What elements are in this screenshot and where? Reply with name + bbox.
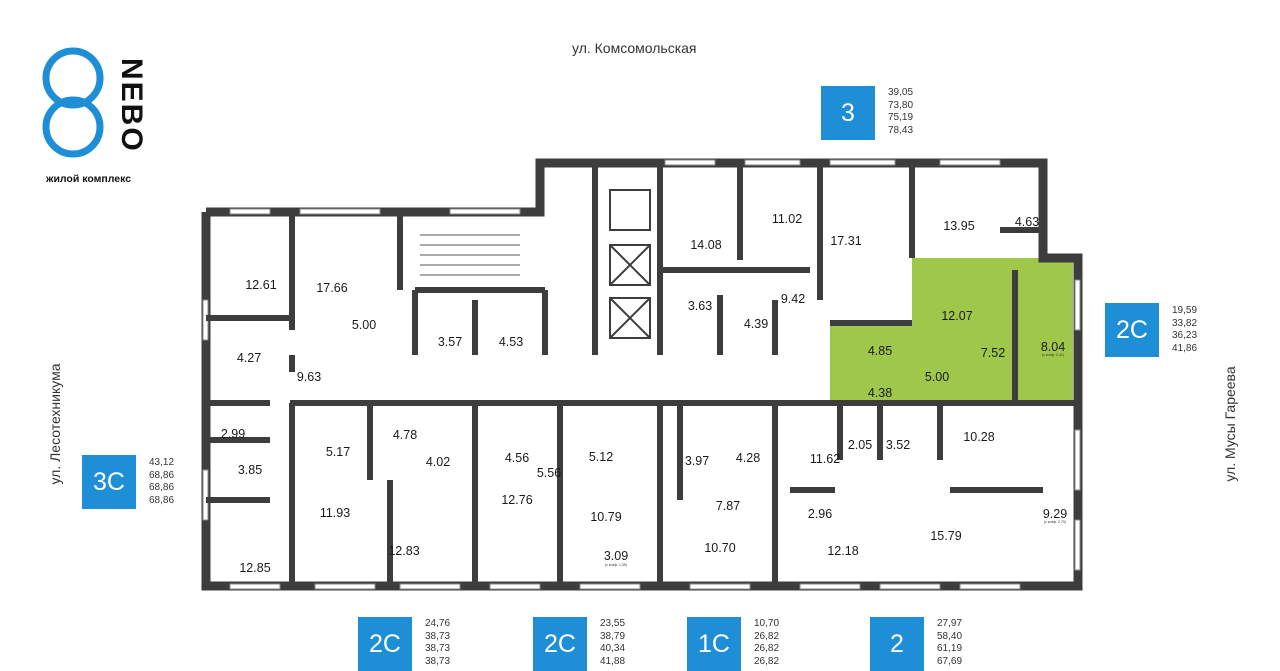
room-area: 12.61 bbox=[245, 278, 277, 292]
room-area: 9.29 bbox=[1042, 507, 1068, 521]
room-area: 3.97 bbox=[684, 454, 710, 468]
room-area: 4.63 bbox=[1014, 215, 1040, 229]
room-area: 10.79 bbox=[590, 510, 622, 524]
apartment-type-badge: 1С bbox=[687, 617, 741, 671]
street-top: ул. Комсомольская bbox=[572, 40, 697, 56]
room-area: 4.02 bbox=[425, 455, 451, 469]
room-area: 5.17 bbox=[325, 445, 351, 459]
room-area: 4.39 bbox=[743, 317, 769, 331]
elevator-shafts bbox=[609, 189, 651, 339]
apartment-type-badge: 3 bbox=[821, 86, 875, 140]
logo-eight-mark bbox=[42, 47, 104, 158]
room-area: 7.87 bbox=[715, 499, 741, 513]
room-area: 4.53 bbox=[498, 335, 524, 349]
room-area: 17.31 bbox=[830, 234, 862, 248]
staircase bbox=[420, 234, 520, 276]
room-area: 13.95 bbox=[943, 219, 975, 233]
room-area: 8.04 bbox=[1040, 340, 1066, 354]
room-area: 5.56 bbox=[536, 466, 562, 480]
balcony-coef-note: (с коэф. 1,39) bbox=[1016, 229, 1038, 233]
room-area: 3.63 bbox=[687, 299, 713, 313]
room-area: 3.57 bbox=[437, 335, 463, 349]
apartment-type-badge: 2С bbox=[533, 617, 587, 671]
room-area: 9.63 bbox=[296, 370, 322, 384]
room-area: 11.93 bbox=[319, 506, 351, 520]
room-area: 15.79 bbox=[930, 529, 962, 543]
logo-subtitle: жилой комплекс bbox=[46, 173, 132, 185]
balcony-coef-note: (с коэф. 2,41) bbox=[1042, 353, 1064, 357]
room-area: 11.62 bbox=[809, 452, 841, 466]
room-area: 10.70 bbox=[704, 541, 736, 555]
room-area: 2.99 bbox=[220, 427, 246, 441]
room-area: 12.18 bbox=[827, 544, 859, 558]
room-area: 11.02 bbox=[771, 212, 803, 226]
room-area: 12.76 bbox=[501, 493, 533, 507]
room-area: 12.85 bbox=[239, 561, 271, 575]
room-area: 10.28 bbox=[963, 430, 995, 444]
apartment-type-badge: 3С bbox=[82, 455, 136, 509]
room-area: 17.66 bbox=[316, 281, 348, 295]
room-area: 2.96 bbox=[807, 507, 833, 521]
room-area: 3.85 bbox=[237, 463, 263, 477]
highlighted-apartment bbox=[830, 258, 1073, 403]
room-area: 3.52 bbox=[885, 438, 911, 452]
room-area: 5.00 bbox=[351, 318, 377, 332]
balcony-coef-note: (с коэф. 2,79) bbox=[1044, 520, 1066, 524]
room-area: 12.83 bbox=[388, 544, 420, 558]
apartment-type-badge: 2С bbox=[358, 617, 412, 671]
room-area: 5.00 bbox=[924, 370, 950, 384]
room-area: 4.78 bbox=[392, 428, 418, 442]
room-area: 2.05 bbox=[847, 438, 873, 452]
room-area: 4.38 bbox=[867, 386, 893, 400]
room-area: 12.07 bbox=[941, 309, 973, 323]
room-area: 7.52 bbox=[980, 346, 1006, 360]
room-area: 9.42 bbox=[780, 292, 806, 306]
room-area: 14.08 bbox=[690, 238, 722, 252]
room-area: 4.28 bbox=[735, 451, 761, 465]
room-area: 4.27 bbox=[236, 351, 262, 365]
apartment-type-badge: 2С bbox=[1105, 303, 1159, 357]
room-area: 3.09 bbox=[603, 549, 629, 563]
apartment-type-badge: 2 bbox=[870, 617, 924, 671]
room-area: 4.56 bbox=[504, 451, 530, 465]
room-area: 5.12 bbox=[588, 450, 614, 464]
logo: NEBO жилой комплекс bbox=[40, 40, 160, 190]
room-area: 4.85 bbox=[867, 344, 893, 358]
balcony-coef-note: (с коэф. 1,35) bbox=[605, 563, 627, 567]
